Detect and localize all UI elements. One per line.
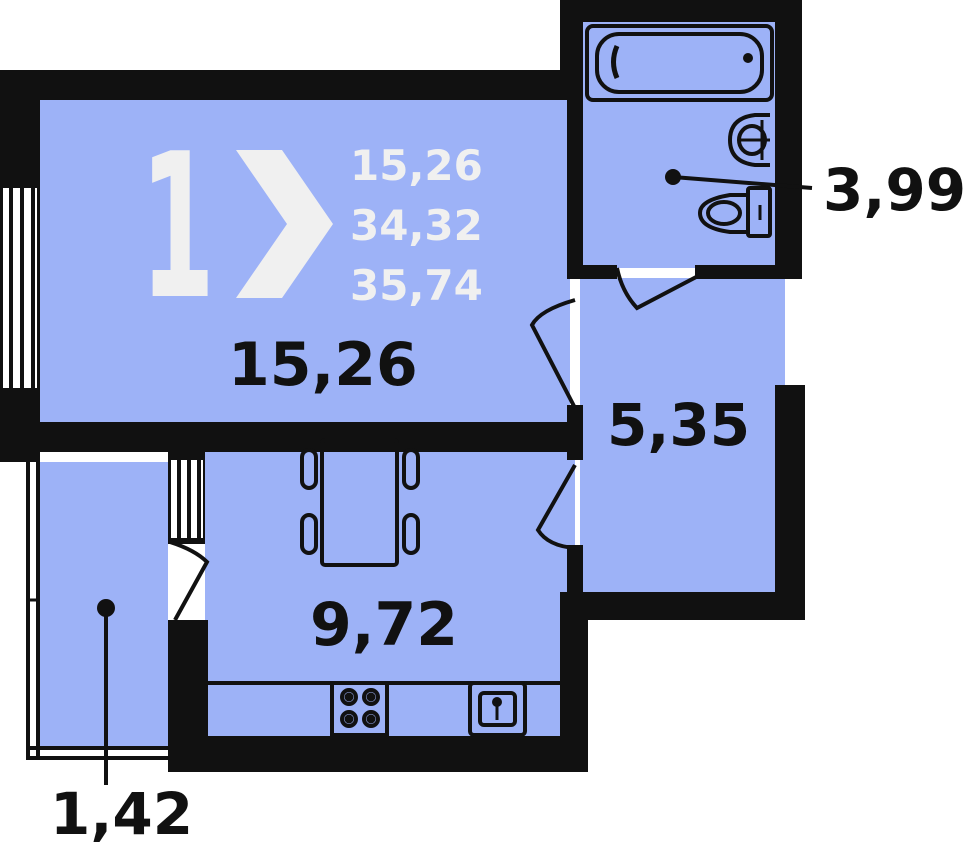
room-labels: 15,26 5,35 9,72 3,99 1,42 — [50, 156, 965, 844]
leader-lines — [97, 169, 813, 785]
hall-area: 5,35 — [607, 391, 750, 459]
bathroom-area: 3,99 — [823, 156, 965, 224]
hall-floor — [580, 278, 785, 592]
kitchen-floor — [205, 440, 575, 736]
rooms-badge: 1 15,26 34,32 35,74 — [140, 111, 483, 344]
stove-icon — [330, 681, 389, 737]
toilet-icon — [697, 186, 772, 238]
wall-living-bottom — [0, 422, 583, 452]
area-living-total: 34,32 — [350, 201, 483, 250]
doors — [169, 267, 701, 621]
living-room-area: 15,26 — [228, 330, 418, 400]
wall-top — [0, 70, 583, 100]
rooms-count: 1 — [140, 111, 215, 344]
dining-table-icon — [300, 438, 420, 567]
balcony-area: 1,42 — [50, 780, 193, 844]
wall-bath-left — [560, 0, 583, 100]
wall-bath-right — [775, 0, 802, 278]
wall-bath-bottom-a — [567, 265, 617, 279]
wall-kitchen-bottom — [168, 736, 588, 772]
chevron-icon — [236, 150, 333, 298]
wall-kitchen-left — [168, 620, 208, 772]
kitchen-area: 9,72 — [310, 590, 458, 660]
area-living: 15,26 — [350, 141, 483, 190]
bathroom-fixtures — [585, 24, 774, 238]
wall-bath-top — [560, 0, 802, 22]
kitchen-sink-icon — [468, 681, 527, 737]
door-bathroom — [615, 267, 701, 311]
wall-hall-right — [775, 385, 805, 620]
wall-hall-left-lower — [567, 545, 583, 595]
wall-hall-bottom — [560, 592, 805, 620]
door-balcony — [169, 540, 210, 621]
door-kitchen — [535, 464, 577, 550]
wall-living-right-upper — [567, 100, 583, 275]
area-total: 35,74 — [350, 261, 483, 310]
sink-icon — [727, 113, 770, 167]
bathtub-icon — [585, 24, 774, 102]
wall-bath-bottom-b — [695, 265, 802, 279]
kitchen-counter — [205, 681, 560, 737]
door-living — [529, 298, 577, 409]
windows — [3, 188, 203, 760]
